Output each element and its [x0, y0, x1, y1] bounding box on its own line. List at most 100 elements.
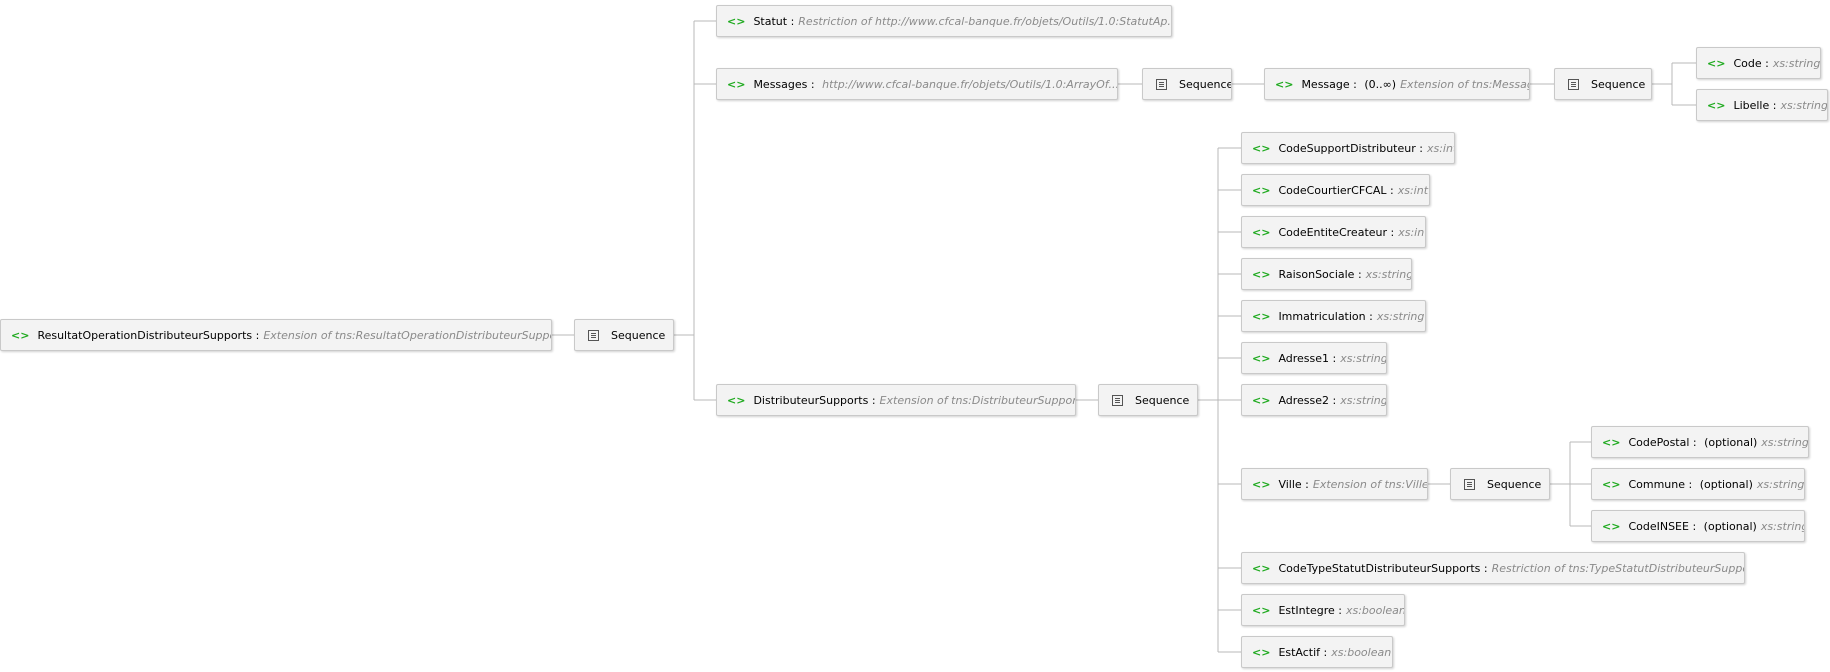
element-type: xs:int — [1398, 225, 1426, 239]
element-code-insee[interactable]: <> CodeINSEE : (optional) xs:string — [1591, 510, 1805, 542]
sequence-distributeur[interactable]: Sequence — [1098, 384, 1198, 416]
element-distributeur-supports[interactable]: <> DistributeurSupports : Extension of t… — [716, 384, 1076, 416]
element-code[interactable]: <> Code : xs:string — [1696, 47, 1821, 79]
element-messages[interactable]: <> Messages : http://www.cfcal-banque.fr… — [716, 68, 1118, 100]
sequence-message[interactable]: Sequence — [1554, 68, 1652, 100]
element-type: xs:string — [1772, 56, 1821, 70]
element-type: xs:boolean — [1345, 603, 1405, 617]
element-type: xs:string — [1761, 435, 1809, 449]
element-icon: <> — [1252, 645, 1271, 659]
element-icon: <> — [1252, 225, 1271, 239]
element-name: ResultatOperationDistributeurSupports — [37, 328, 253, 342]
sequence-label: Sequence — [1179, 77, 1232, 91]
element-type: Extension of tns:Ville — [1312, 477, 1428, 491]
element-name: Statut — [753, 14, 788, 28]
element-name: Messages — [753, 77, 808, 91]
sequence-icon — [1156, 78, 1167, 90]
element-adresse1[interactable]: <> Adresse1 : xs:string — [1241, 342, 1387, 374]
element-name: Commune — [1628, 477, 1685, 491]
separator: : — [1320, 645, 1328, 659]
element-name: DistributeurSupports — [753, 393, 869, 407]
element-libelle[interactable]: <> Libelle : xs:string — [1696, 89, 1828, 121]
element-code-entite-createur[interactable]: <> CodeEntiteCreateur : xs:int — [1241, 216, 1426, 248]
element-cardinality: (0..∞) — [1364, 77, 1397, 91]
sequence-messages[interactable]: Sequence — [1142, 68, 1232, 100]
element-name: Immatriculation — [1278, 309, 1366, 323]
element-name: Code — [1733, 56, 1762, 70]
element-statut[interactable]: <> Statut : Restriction of http://www.cf… — [716, 5, 1172, 37]
element-icon: <> — [1602, 435, 1621, 449]
sequence-icon — [1568, 78, 1579, 90]
element-icon: <> — [1275, 77, 1294, 91]
element-name: CodeINSEE — [1628, 519, 1689, 533]
element-est-integre[interactable]: <> EstIntegre : xs:boolean — [1241, 594, 1405, 626]
element-icon: <> — [1252, 561, 1271, 575]
sequence-label: Sequence — [611, 328, 666, 342]
element-raison-sociale[interactable]: <> RaisonSociale : xs:string — [1241, 258, 1412, 290]
sequence-ville[interactable]: Sequence — [1450, 468, 1550, 500]
element-code-courtier-cfcal[interactable]: <> CodeCourtierCFCAL : xs:int — [1241, 174, 1430, 206]
element-icon: <> — [727, 14, 746, 28]
element-type: Extension of tns:ResultatOperationDistri… — [263, 328, 552, 342]
element-type: xs:int — [1426, 141, 1455, 155]
element-name: Adresse1 — [1278, 351, 1330, 365]
separator: : — [1365, 309, 1373, 323]
separator: : — [1761, 56, 1769, 70]
element-code-type-statut[interactable]: <> CodeTypeStatutDistributeurSupports : … — [1241, 552, 1745, 584]
element-ville[interactable]: <> Ville : Extension of tns:Ville — [1241, 468, 1428, 500]
element-icon: <> — [1707, 98, 1726, 112]
element-type: http://www.cfcal-banque.fr/objets/Outils… — [822, 77, 1118, 91]
element-name: CodeTypeStatutDistributeurSupports — [1278, 561, 1481, 575]
element-est-actif[interactable]: <> EstActif : xs:boolean — [1241, 636, 1393, 668]
element-type: xs:string — [1340, 393, 1387, 407]
separator: : — [807, 77, 819, 91]
element-icon: <> — [11, 328, 30, 342]
element-type: Extension of tns:Message — [1400, 77, 1530, 91]
element-type: Restriction of http://www.cfcal-banque.f… — [798, 14, 1172, 28]
element-code-postal[interactable]: <> CodePostal : (optional) xs:string — [1591, 426, 1809, 458]
sequence-icon — [588, 329, 599, 341]
element-immatriculation[interactable]: <> Immatriculation : xs:string — [1241, 300, 1426, 332]
sequence-icon — [1464, 478, 1475, 490]
element-commune[interactable]: <> Commune : (optional) xs:string — [1591, 468, 1805, 500]
element-icon: <> — [1252, 183, 1271, 197]
element-icon: <> — [1602, 477, 1621, 491]
element-icon: <> — [1252, 267, 1271, 281]
element-icon: <> — [1252, 603, 1271, 617]
element-code-support-distributeur[interactable]: <> CodeSupportDistributeur : xs:int — [1241, 132, 1455, 164]
separator: : — [1769, 98, 1777, 112]
element-name: Ville — [1278, 477, 1302, 491]
element-name: Message — [1301, 77, 1350, 91]
element-message[interactable]: <> Message : (0..∞) Extension of tns:Mes… — [1264, 68, 1530, 100]
element-name: Adresse2 — [1278, 393, 1330, 407]
element-icon: <> — [1252, 393, 1271, 407]
element-type: xs:string — [1756, 477, 1805, 491]
element-name: EstActif — [1278, 645, 1321, 659]
element-resultat-operation[interactable]: <> ResultatOperationDistributeurSupports… — [0, 319, 552, 351]
element-type: xs:string — [1340, 351, 1387, 365]
element-cardinality: (optional) — [1703, 519, 1757, 533]
separator: : — [1415, 141, 1423, 155]
element-name: Libelle — [1733, 98, 1770, 112]
element-name: EstIntegre — [1278, 603, 1335, 617]
element-type: xs:string — [1780, 98, 1828, 112]
separator: : — [1329, 351, 1337, 365]
separator: : — [252, 328, 260, 342]
element-adresse2[interactable]: <> Adresse2 : xs:string — [1241, 384, 1387, 416]
sequence-root[interactable]: Sequence — [574, 319, 674, 351]
sequence-label: Sequence — [1487, 477, 1542, 491]
element-icon: <> — [1252, 477, 1271, 491]
element-cardinality: (optional) — [1699, 477, 1753, 491]
element-icon: <> — [727, 77, 746, 91]
separator: : — [1480, 561, 1488, 575]
separator: : — [868, 393, 876, 407]
element-type: xs:string — [1376, 309, 1425, 323]
element-type: xs:string — [1365, 267, 1412, 281]
element-type: xs:string — [1760, 519, 1805, 533]
separator: : — [1387, 225, 1395, 239]
element-icon: <> — [1707, 56, 1726, 70]
sequence-label: Sequence — [1135, 393, 1190, 407]
element-type: Extension of tns:DistributeurSupports — [879, 393, 1076, 407]
separator: : — [1301, 477, 1309, 491]
